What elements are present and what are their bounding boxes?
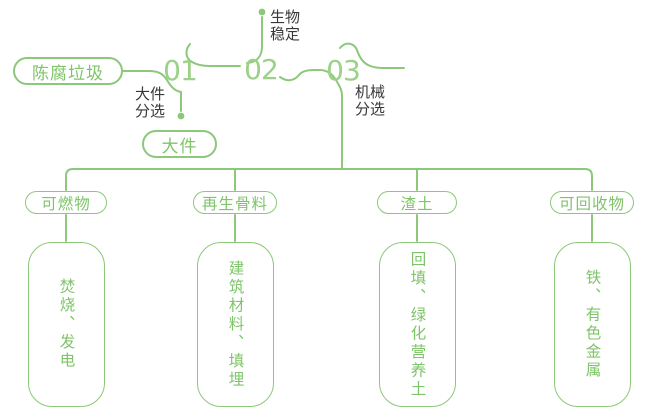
stage-label-bio-stabilization: 生物稳定 [270,8,301,43]
line-02-to-03-and-drop [279,69,343,170]
bulky-output-pill: 大件 [142,130,217,158]
detail-box-combustibles: 焚烧、发电 [28,242,105,407]
branch-pill-slag-soil: 渣土 [377,191,457,214]
detail-text: 建筑材料、填埋 [226,259,245,390]
source-pill-label: 陈腐垃圾 [32,63,104,84]
splitter-bar [65,168,593,191]
stage-label-mechanical-sorting: 机械分选 [355,83,386,118]
line-03-tail [339,42,405,69]
bulky-output-label: 大件 [161,136,198,157]
line-01-to-02 [185,43,241,67]
detail-box-recyclables: 铁、有色金属 [554,242,631,407]
connector-dot-bio [258,8,266,16]
line-bio-stabilization [246,16,263,64]
detail-text: 焚烧、发电 [57,278,76,371]
detail-text: 回填、绿化营养土 [408,250,427,399]
connector-dot-bulky [177,112,185,120]
branch-pill-label: 可回收物 [558,194,625,213]
branch-pill-recycled-aggregate: 再生骨料 [193,191,277,214]
branch-pill-label: 再生骨料 [201,194,268,213]
branch-pill-label: 渣土 [400,194,434,213]
stage-number-02: 02 [244,53,279,86]
detail-text: 铁、有色金属 [583,269,602,380]
detail-box-recycled-aggregate: 建筑材料、填埋 [197,242,274,407]
stage-number-01: 01 [163,54,198,87]
detail-box-slag-soil: 回填、绿化营养土 [379,242,456,407]
line-source-to-01 [122,70,182,112]
stage-label-bulky-sorting: 大件分选 [135,85,166,120]
stage-number-03: 03 [326,54,361,87]
branch-pill-label: 可燃物 [41,194,91,213]
branch-pill-recyclables: 可回收物 [550,191,634,214]
source-pill: 陈腐垃圾 [13,57,123,85]
branch-pill-combustibles: 可燃物 [25,191,107,214]
